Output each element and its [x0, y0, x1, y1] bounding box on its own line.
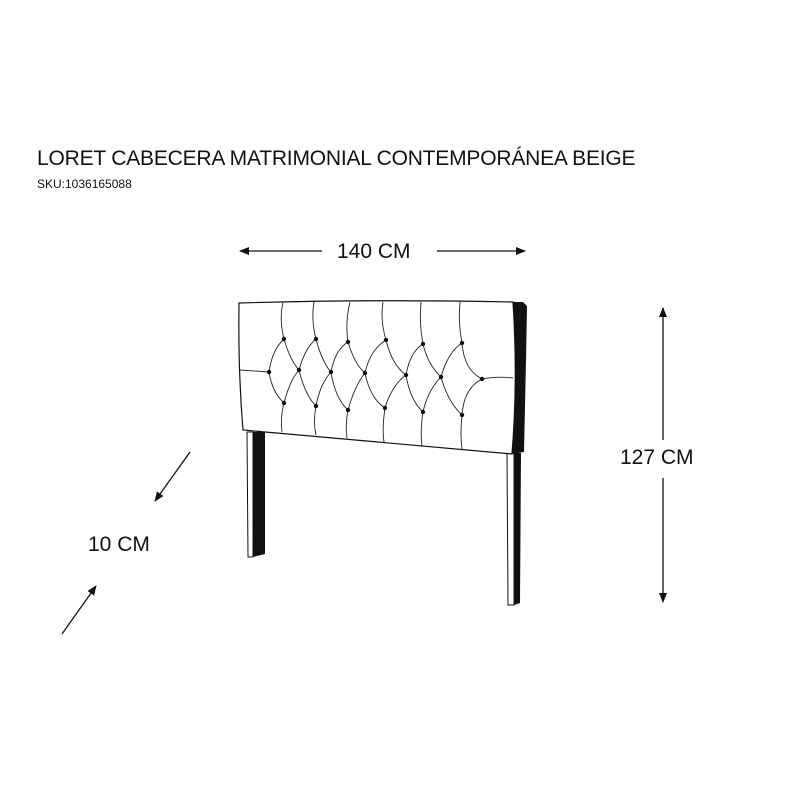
headboard-panel: [238, 300, 516, 455]
height-label: 127 CM: [620, 446, 694, 469]
tufting-buttons: [266, 336, 485, 418]
depth-label: 10 CM: [88, 533, 150, 556]
headboard-side: [512, 302, 527, 454]
right-leg: [506, 452, 521, 606]
width-label: 140 CM: [337, 240, 411, 263]
left-leg: [246, 431, 265, 558]
depth-arrow: [61, 451, 191, 635]
product-title: LORET CABECERA MATRIMONIAL CONTEMPORÁNEA…: [37, 147, 636, 170]
product-sku: SKU:1036165088: [37, 177, 132, 191]
